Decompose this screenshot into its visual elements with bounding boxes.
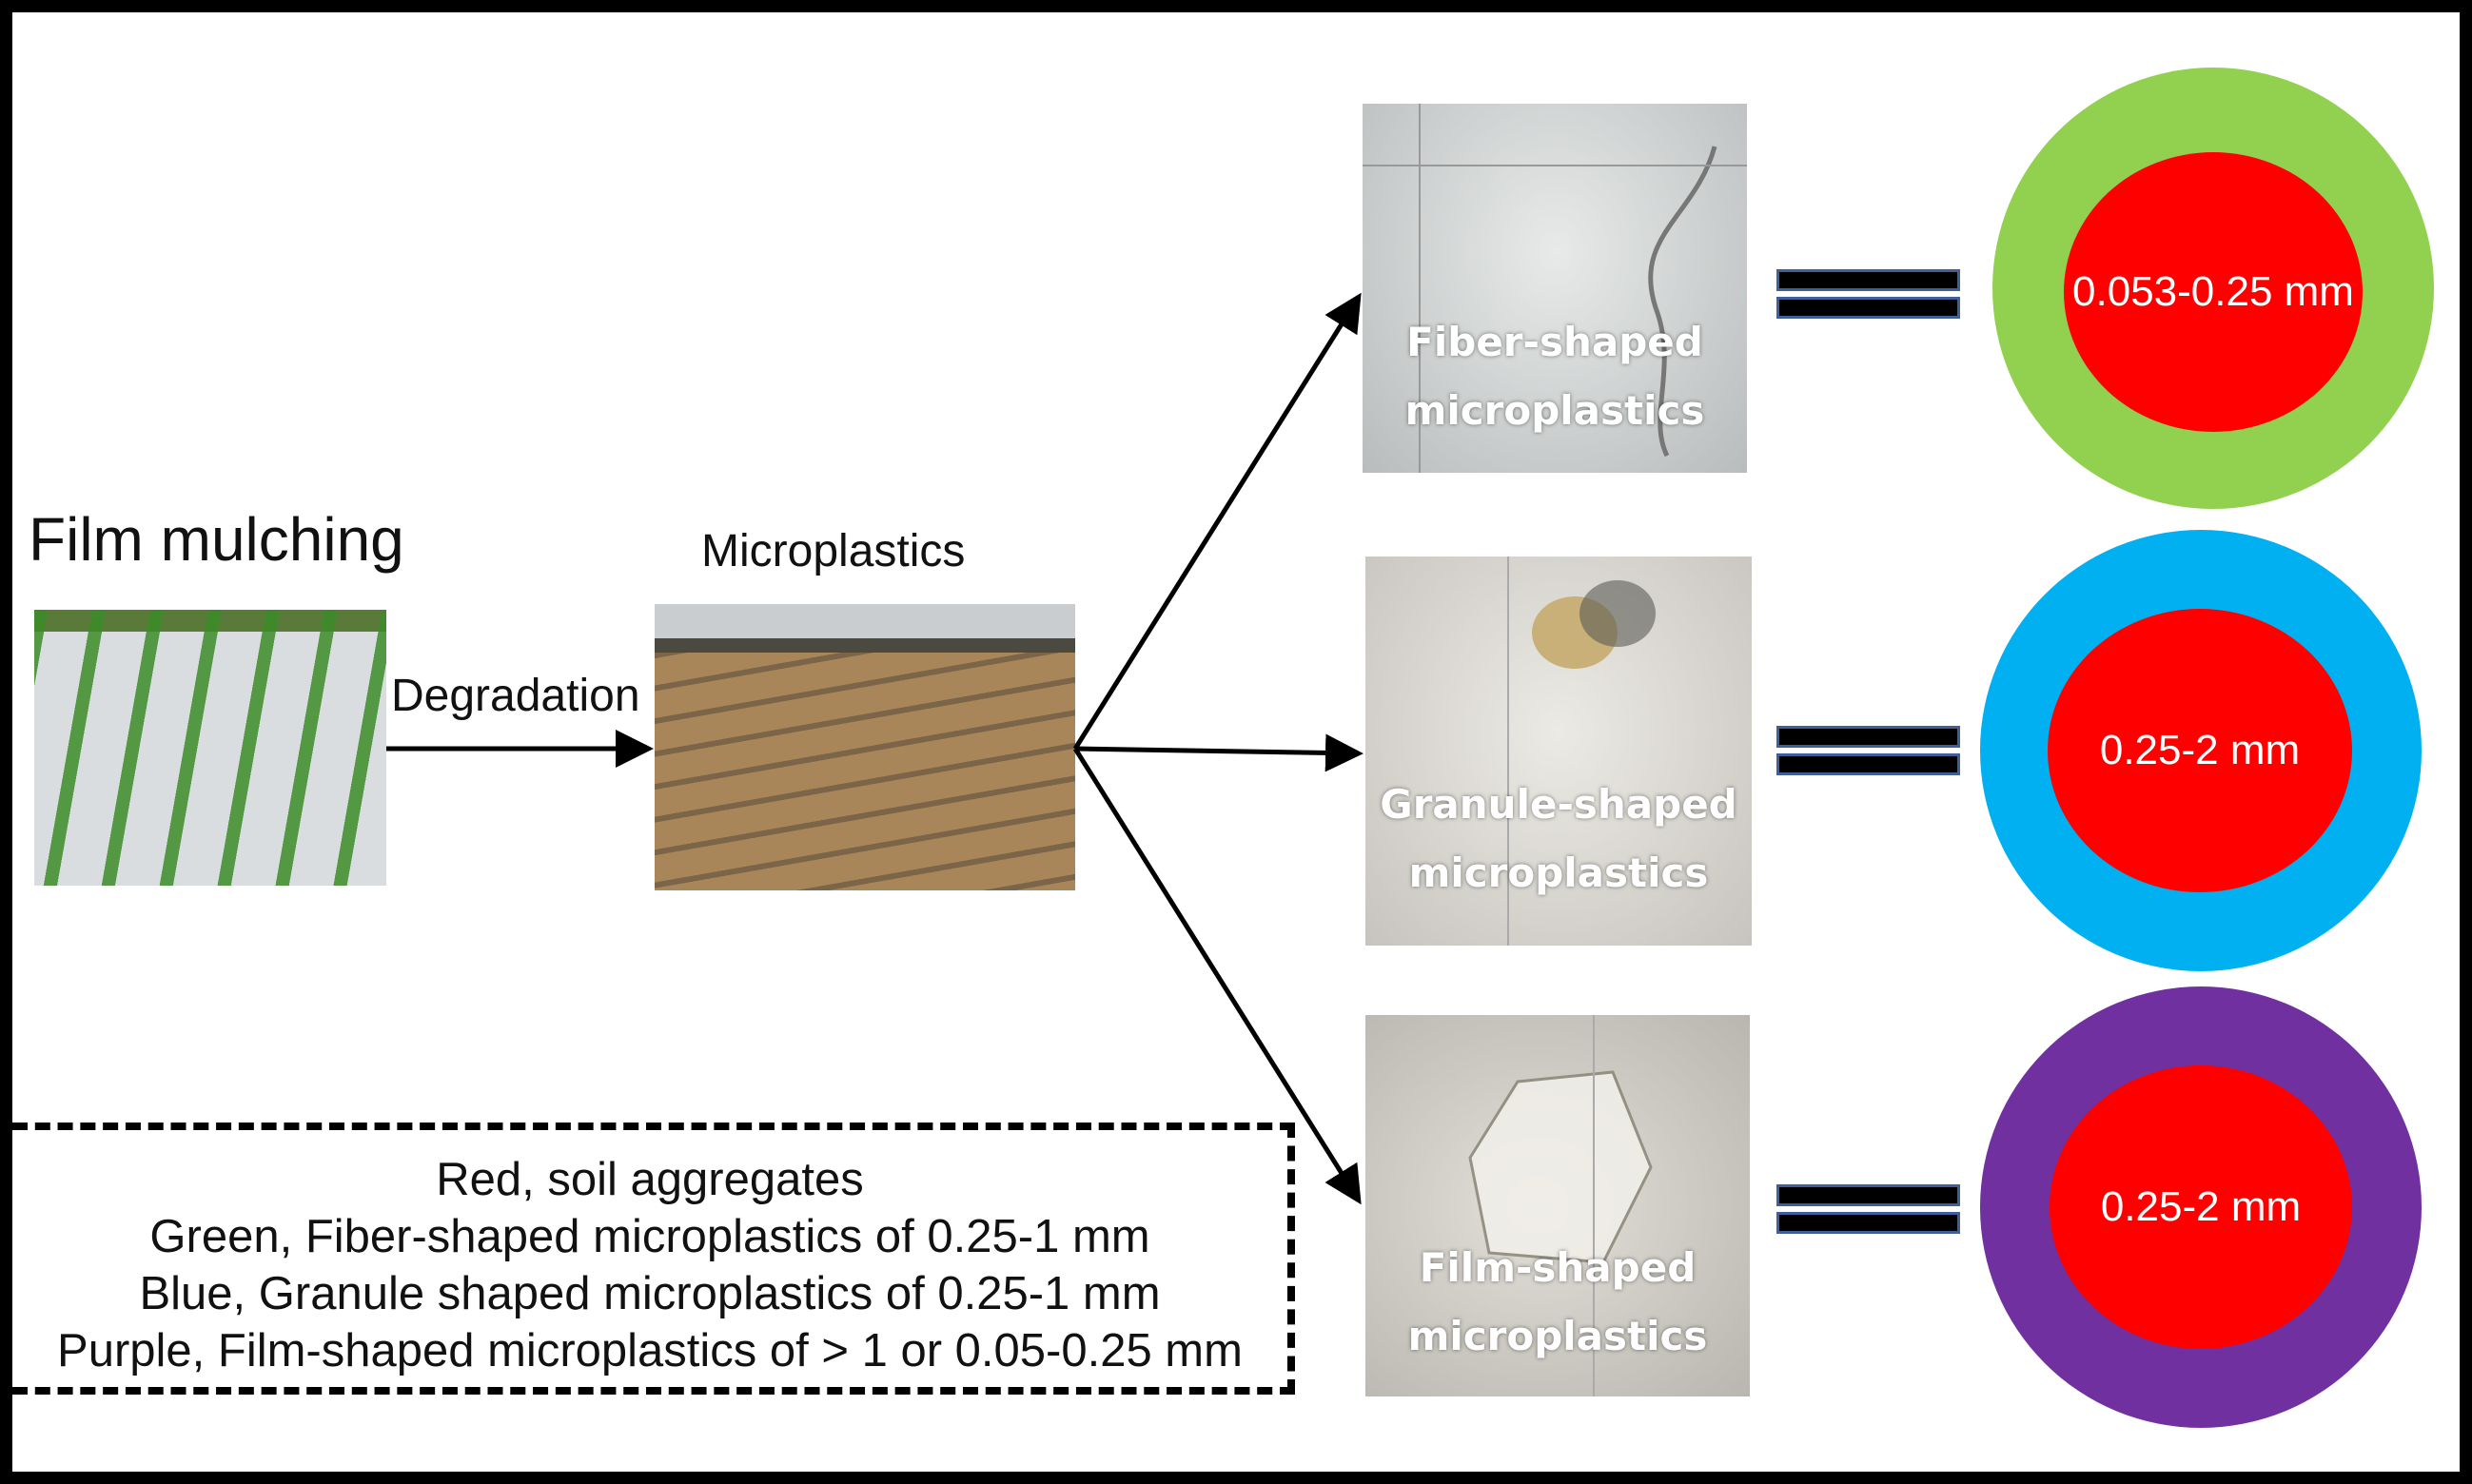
film-micrograph: Film-shaped microplastics — [1365, 1015, 1750, 1396]
film-arrow — [1072, 747, 1362, 1205]
fiber-label-line2: microplastics — [1404, 387, 1705, 434]
film-mulching-title: Film mulching — [29, 505, 404, 574]
fiber-label-line1: Fiber-shaped — [1406, 319, 1703, 365]
equals-icon — [1776, 1184, 1960, 1240]
microplastics-label: Microplastics — [701, 526, 966, 576]
granule-label-line1: Granule-shaped — [1380, 781, 1737, 828]
fiber-arrow — [1072, 292, 1362, 751]
legend-blue: Blue, Granule shaped microplastics of 0.… — [139, 1268, 1161, 1319]
granule-micrograph: Granule-shaped microplastics — [1365, 556, 1752, 946]
degradation-label: Degradation — [391, 671, 640, 721]
film-label-line2: microplastics — [1407, 1313, 1708, 1359]
legend-green: Green, Fiber-shaped microplastics of 0.2… — [149, 1211, 1150, 1262]
fiber-micrograph: Fiber-shaped microplastics — [1363, 104, 1747, 473]
film-mulching-photo — [34, 610, 386, 886]
legend-purple: Purple, Film-shaped microplastics of > 1… — [57, 1325, 1243, 1377]
granule-label-line2: microplastics — [1408, 849, 1709, 896]
granule-arrow — [1074, 733, 1364, 772]
fiber-soil-core: 0.053-0.25 mm — [2064, 152, 2363, 432]
film-soil-core: 0.25-2 mm — [2050, 1065, 2352, 1349]
legend-box: Red, soil aggregates Green, Fiber-shaped… — [12, 1123, 1295, 1395]
legend-red: Red, soil aggregates — [436, 1154, 864, 1205]
film-label-line1: Film-shaped — [1419, 1244, 1697, 1291]
degraded-field-photo — [655, 604, 1075, 890]
equals-icon — [1776, 269, 1960, 324]
equals-icon — [1776, 726, 1960, 781]
granule-soil-core: 0.25-2 mm — [2048, 609, 2352, 892]
